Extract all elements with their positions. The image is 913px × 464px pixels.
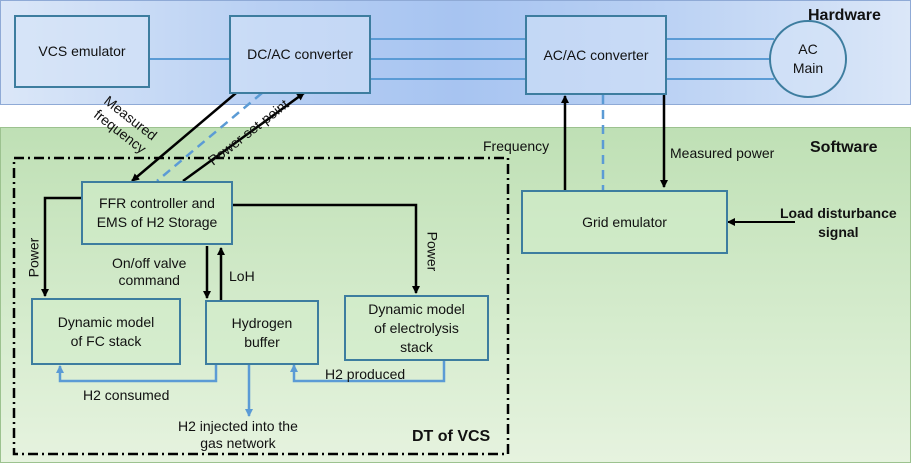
ffr-label-2: EMS of H2 Storage xyxy=(96,214,218,230)
grid-emulator-label: Grid emulator xyxy=(582,213,667,230)
software-title: Software xyxy=(810,139,878,156)
ffr-controller-block: FFR controller and EMS of H2 Storage xyxy=(81,181,233,245)
power-right-label: Power xyxy=(424,231,441,272)
fc-stack-block: Dynamic model of FC stack xyxy=(31,298,181,365)
link-dashed-dcac-ffr xyxy=(156,92,263,182)
electrolysis-block: Dynamic model of electrolysis stack xyxy=(344,295,489,361)
h2-injected-label: H2 injected into the gas network xyxy=(178,418,298,452)
measured-power-label: Measured power xyxy=(670,145,775,161)
h2-injected-line-1: H2 injected into the xyxy=(178,418,298,434)
arrow-measured-frequency xyxy=(131,92,237,182)
arrow-h2-consumed xyxy=(56,365,218,383)
load-disturbance-label: Load disturbance signal xyxy=(780,204,897,242)
ac-main-label-1: AC xyxy=(798,41,818,57)
loh-label: LoH xyxy=(229,268,255,284)
vcs-emulator-block: VCS emulator xyxy=(14,15,150,88)
fc-stack-label-1: Dynamic model xyxy=(57,313,155,330)
load-disturbance-line-2: signal xyxy=(818,224,859,240)
arrow-power-setpoint xyxy=(182,91,305,183)
dcac-converter-block: DC/AC converter xyxy=(229,15,371,94)
arrow-power-electrolysis xyxy=(233,203,420,294)
electrolysis-label-3: stack xyxy=(400,338,433,355)
vcs-emulator-label: VCS emulator xyxy=(38,43,126,59)
acac-converter-block: AC/AC converter xyxy=(525,15,667,95)
arrow-power-fc xyxy=(41,196,81,297)
onoff-valve-label: On/off valve command xyxy=(112,255,186,289)
h2-consumed-label: H2 consumed xyxy=(83,387,170,403)
onoff-valve-line-2: command xyxy=(118,272,180,288)
power-left-label: Power xyxy=(25,237,42,278)
h2-injected-line-2: gas network xyxy=(200,435,276,451)
grid-emulator-block: Grid emulator xyxy=(521,190,728,254)
ffr-label-1: FFR controller and xyxy=(99,195,215,211)
buffer-label-1: Hydrogen xyxy=(231,314,293,331)
h2-produced-label: H2 produced xyxy=(325,366,406,382)
buffer-label-2: buffer xyxy=(244,333,280,350)
ac-main-label-2: Main xyxy=(792,60,824,76)
onoff-valve-line-1: On/off valve xyxy=(112,255,187,271)
ac-main-block: AC Main xyxy=(769,20,847,98)
dt-title: DT of VCS xyxy=(412,428,491,445)
load-disturbance-line-1: Load disturbance xyxy=(780,205,897,221)
hydrogen-buffer-block: Hydrogen buffer xyxy=(205,300,319,365)
acac-converter-label: AC/AC converter xyxy=(543,46,649,63)
dt-boundary xyxy=(12,156,510,456)
arrow-h2-produced xyxy=(290,361,446,383)
fc-stack-label-2: of FC stack xyxy=(70,332,142,349)
dcac-converter-label: DC/AC converter xyxy=(247,46,353,62)
hardware-region xyxy=(0,0,911,105)
frequency-label: Frequency xyxy=(483,138,550,154)
electrolysis-label-2: of electrolysis xyxy=(374,319,459,336)
hardware-title: Hardware xyxy=(808,7,881,24)
electrolysis-label-1: Dynamic model xyxy=(368,300,465,317)
